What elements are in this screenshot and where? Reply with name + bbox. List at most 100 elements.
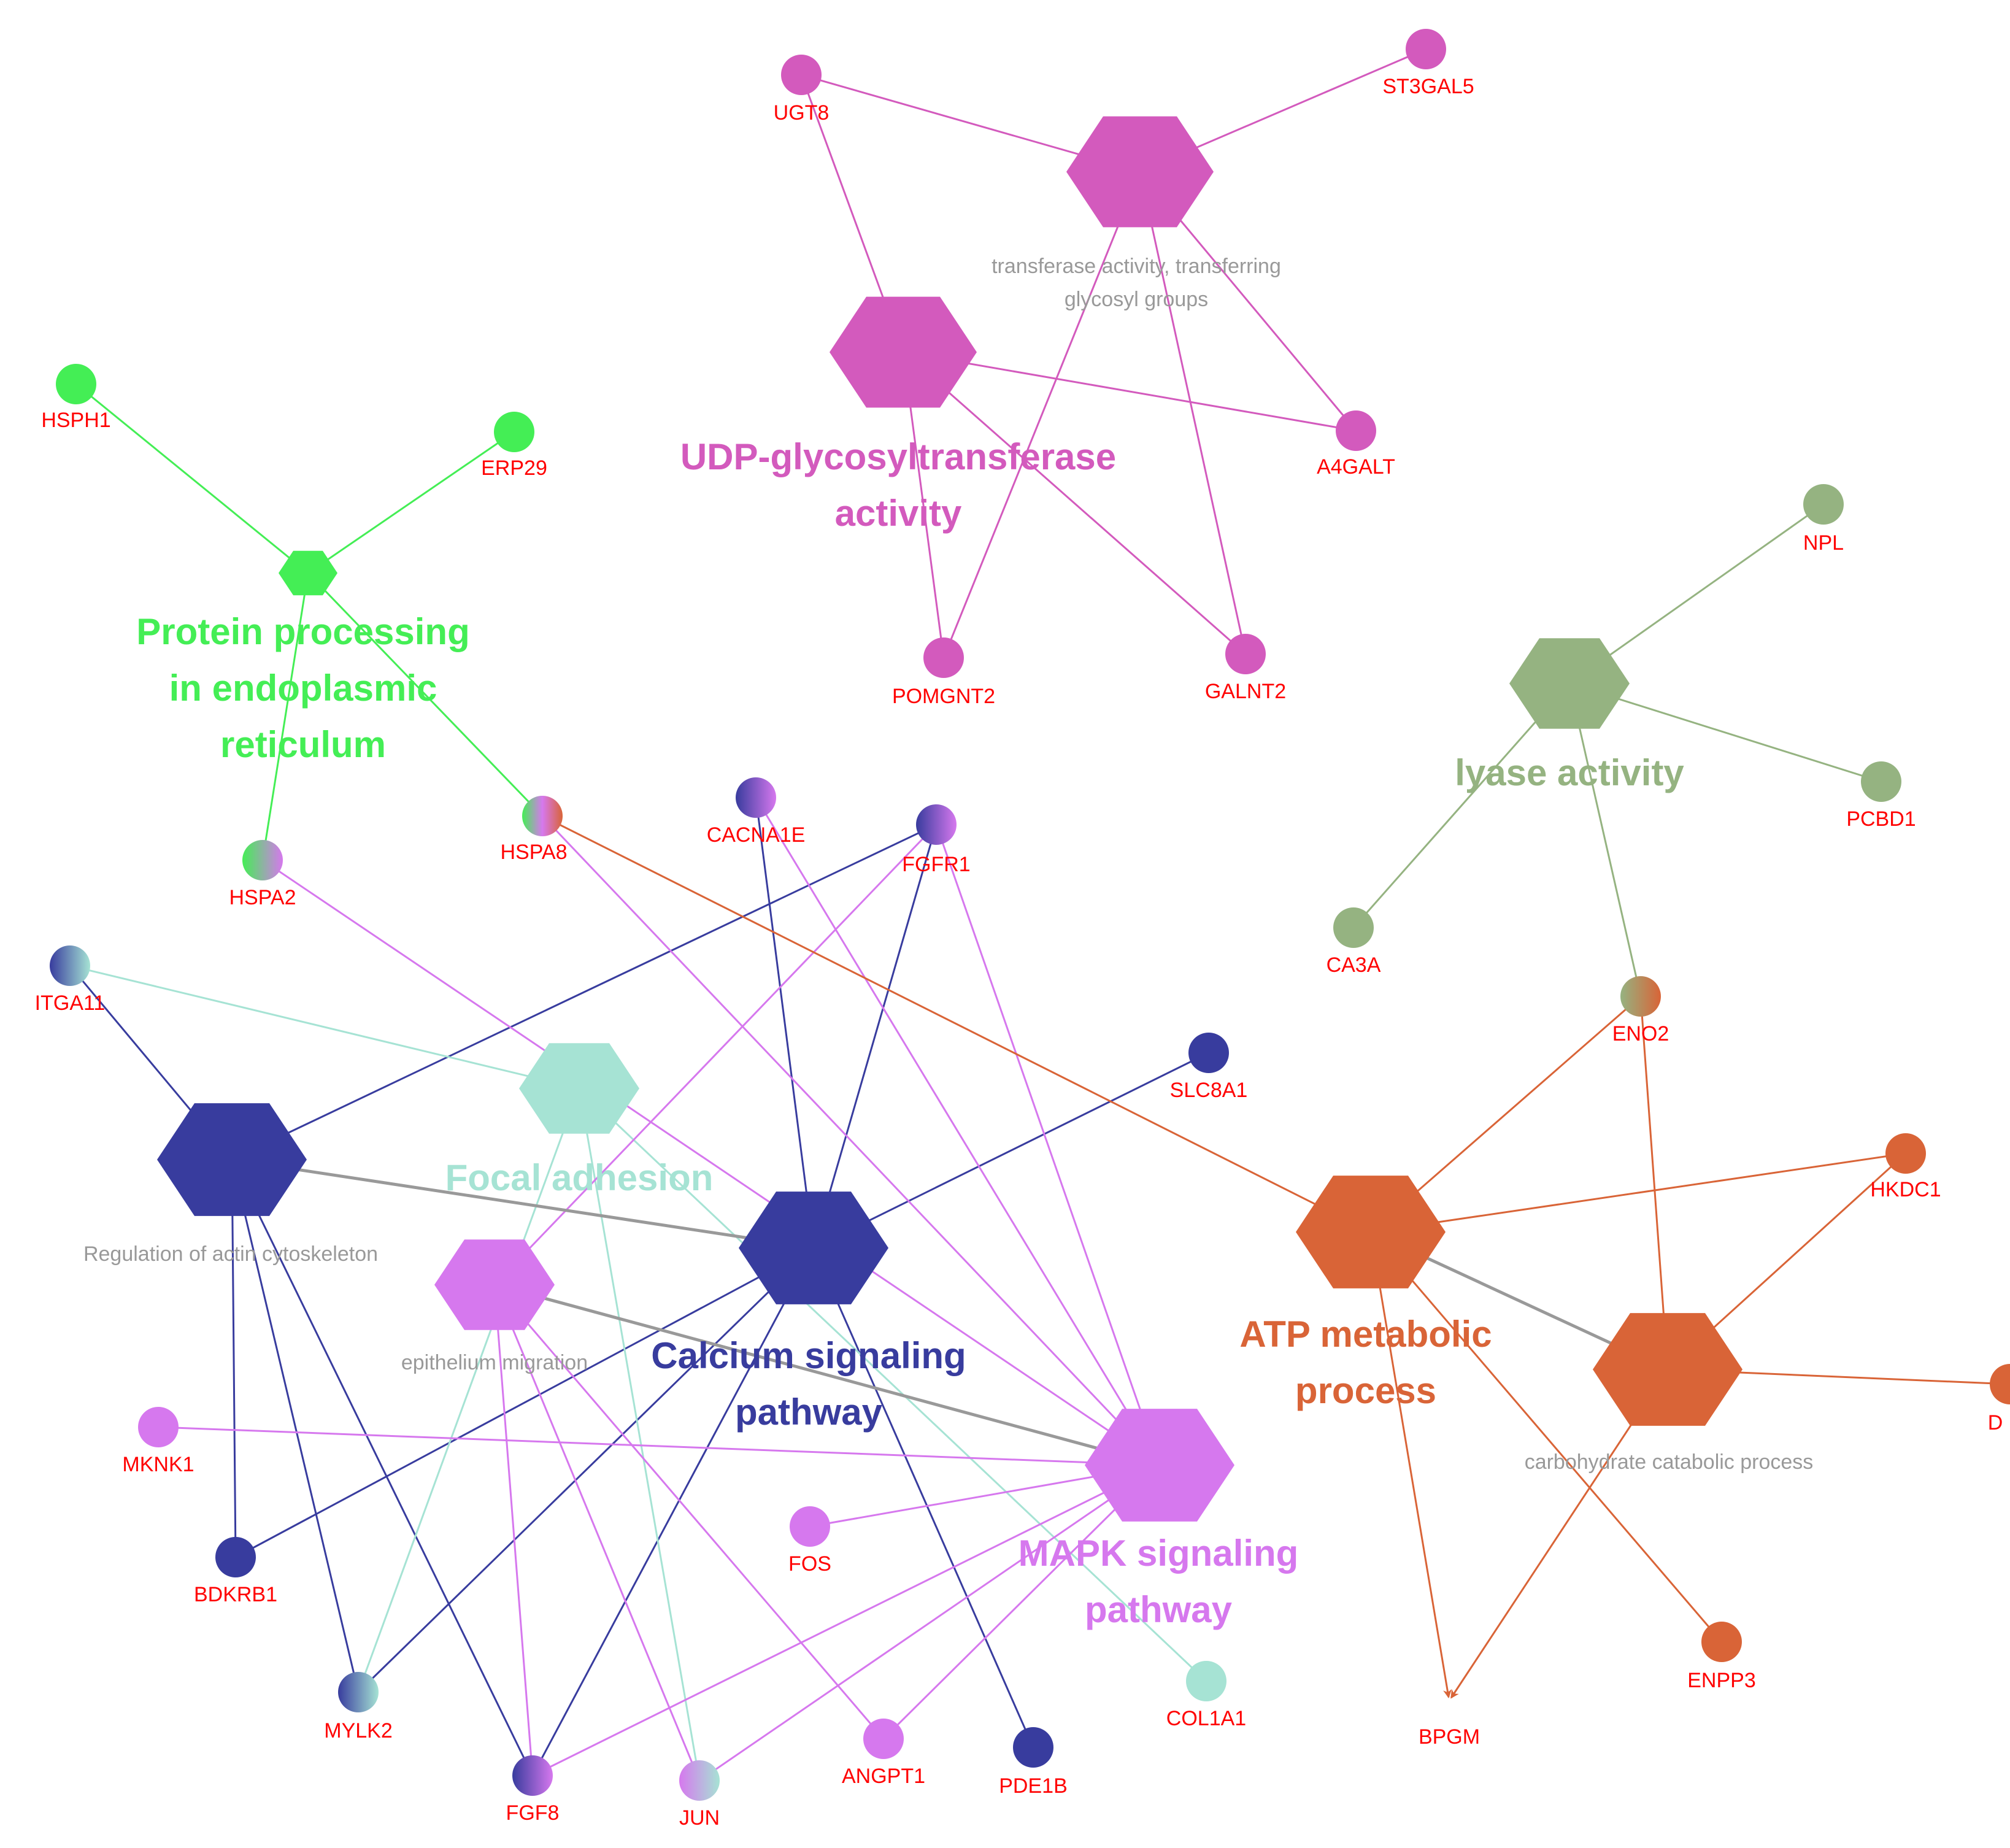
gene-node-ITGA11[interactable]	[50, 945, 90, 986]
term-label-epi: epithelium migration	[401, 1351, 588, 1374]
edge-protein-HSPH1	[75, 383, 309, 574]
gene-label-ENO2: ENO2	[1612, 1022, 1669, 1045]
gene-node-HSPA2[interactable]	[242, 840, 283, 880]
gene-label-UGT8: UGT8	[774, 101, 830, 125]
gene-label-HKDC1: HKDC1	[1870, 1178, 1941, 1201]
edge-lyase-NPL	[1569, 503, 1824, 685]
gene-label-ITGA11: ITGA11	[35, 991, 106, 1015]
term-node-focal[interactable]	[519, 1043, 639, 1134]
term-label-transferase: transferase activity, transferring glycos…	[992, 255, 1281, 311]
gene-label-FGFR1: FGFR1	[902, 853, 970, 876]
edge-mapk-FGFR1	[935, 824, 1161, 1466]
term-node-protein[interactable]	[279, 550, 337, 596]
gene-label-D_CUT: D	[1988, 1411, 2003, 1434]
gene-node-ERP29[interactable]	[494, 412, 534, 452]
edge-calcium-SLC8A1	[813, 1052, 1209, 1249]
gene-label-HSPH1: HSPH1	[41, 409, 110, 432]
gene-node-MYLK2[interactable]	[338, 1672, 379, 1712]
gene-node-FGF8[interactable]	[512, 1755, 553, 1796]
gene-node-FOS[interactable]	[790, 1506, 830, 1547]
term-node-atp[interactable]	[1296, 1176, 1446, 1288]
term-label-mapk: MAPK signaling pathway	[1018, 1533, 1299, 1630]
term-node-lyase[interactable]	[1509, 638, 1630, 729]
gene-label-MYLK2: MYLK2	[324, 1719, 393, 1742]
gene-node-JUN[interactable]	[679, 1760, 720, 1801]
gene-node-A4GALT[interactable]	[1336, 410, 1376, 451]
term-label-line: transferase activity, transferring	[992, 255, 1281, 278]
gene-node-POMGNT2[interactable]	[923, 637, 964, 678]
gene-node-PCBD1[interactable]	[1861, 761, 1901, 802]
gene-node-ENO2[interactable]	[1620, 976, 1661, 1017]
term-node-epi[interactable]	[434, 1239, 555, 1330]
term-node-mapk[interactable]	[1085, 1409, 1234, 1522]
edge-lyase-CA3A	[1352, 683, 1571, 928]
gene-label-FOS: FOS	[788, 1552, 831, 1576]
term-label-line: Calcium signaling	[651, 1335, 966, 1376]
node-layer	[50, 29, 2010, 1801]
term-node-udp[interactable]	[830, 296, 977, 408]
gene-node-MKNK1[interactable]	[138, 1407, 179, 1447]
edge-atp-BPGM	[1369, 1231, 1452, 1699]
edge-atp-ENPP3	[1369, 1231, 1723, 1642]
gene-node-HSPA8[interactable]	[522, 796, 563, 836]
gene-node-PDE1B[interactable]	[1013, 1727, 1053, 1768]
term-label-line: glycosyl groups	[1065, 288, 1208, 311]
gene-node-COL1A1[interactable]	[1186, 1661, 1226, 1701]
gene-label-A4GALT: A4GALT	[1317, 455, 1395, 479]
edge-calcium-BDKRB1	[235, 1247, 814, 1558]
edge-transferase-POMGNT2	[942, 171, 1141, 658]
edge-calcium-FGFR1	[812, 824, 938, 1249]
edge-udp-A4GALT	[903, 351, 1357, 432]
term-label-line: ATP metabolic	[1239, 1314, 1492, 1355]
term-label-line: lyase activity	[1455, 752, 1684, 793]
gene-node-CACNA1E[interactable]	[736, 777, 776, 818]
gene-node-HKDC1[interactable]	[1885, 1133, 1926, 1174]
gene-node-FGFR1[interactable]	[916, 804, 957, 845]
gene-node-BDKRB1[interactable]	[215, 1537, 256, 1577]
term-node-actin[interactable]	[157, 1103, 307, 1216]
gene-node-D_CUT[interactable]	[1990, 1364, 2010, 1404]
gene-label-JUN: JUN	[679, 1806, 720, 1830]
edge-mapk-ANGPT1	[882, 1464, 1161, 1740]
gene-node-HSPH1[interactable]	[56, 364, 96, 404]
gene-node-ANGPT1[interactable]	[863, 1719, 904, 1759]
gene-label-ERP29: ERP29	[481, 456, 547, 480]
edge-focal-JUN	[578, 1088, 701, 1781]
edge-protein-ERP29	[307, 431, 515, 574]
gene-node-SLC8A1[interactable]	[1188, 1033, 1229, 1073]
gene-node-CA3A[interactable]	[1333, 907, 1374, 948]
term-label-carb: carbohydrate catabolic process	[1525, 1450, 1814, 1474]
term-node-carb[interactable]	[1593, 1313, 1742, 1426]
edge-focal-COL1A1	[578, 1087, 1207, 1682]
term-label-line: process	[1295, 1370, 1436, 1411]
term-node-calcium[interactable]	[739, 1192, 888, 1304]
term-label-line: reticulum	[220, 724, 386, 765]
gene-label-BPGM: BPGM	[1419, 1725, 1480, 1749]
edge-focal-ITGA11	[69, 964, 580, 1090]
gene-node-UGT8[interactable]	[781, 55, 822, 95]
edge-carb-ENO2	[1639, 996, 1669, 1370]
gene-node-GALNT2[interactable]	[1225, 634, 1266, 674]
term-label-line: MAPK signaling	[1018, 1533, 1299, 1574]
term-label-line: Protein processing	[136, 611, 469, 652]
gene-node-ENPP3[interactable]	[1701, 1622, 1742, 1662]
edge-actin-FGF8	[231, 1159, 534, 1776]
term-label-actin: Regulation of actin cytoskeleton	[83, 1242, 378, 1266]
edge-actin-FGFR1	[231, 823, 937, 1161]
gene-node-ST3GAL5[interactable]	[1406, 29, 1446, 69]
term-label-line: pathway	[1085, 1589, 1233, 1630]
edge-udp-GALNT2	[903, 351, 1246, 655]
edge-actin-MYLK2	[231, 1159, 360, 1693]
term-node-transferase[interactable]	[1066, 116, 1214, 228]
edge-mapk-HSPA8	[541, 815, 1161, 1466]
edge-mapk-HSPA2	[262, 859, 1160, 1466]
edge-actin-calcium	[231, 1158, 814, 1250]
term-label-line: Focal adhesion	[445, 1157, 714, 1198]
edge-mapk-JUN	[699, 1464, 1160, 1782]
gene-label-POMGNT2: POMGNT2	[892, 685, 995, 708]
edge-epi-JUN	[493, 1284, 701, 1781]
gene-node-NPL[interactable]	[1803, 484, 1844, 525]
